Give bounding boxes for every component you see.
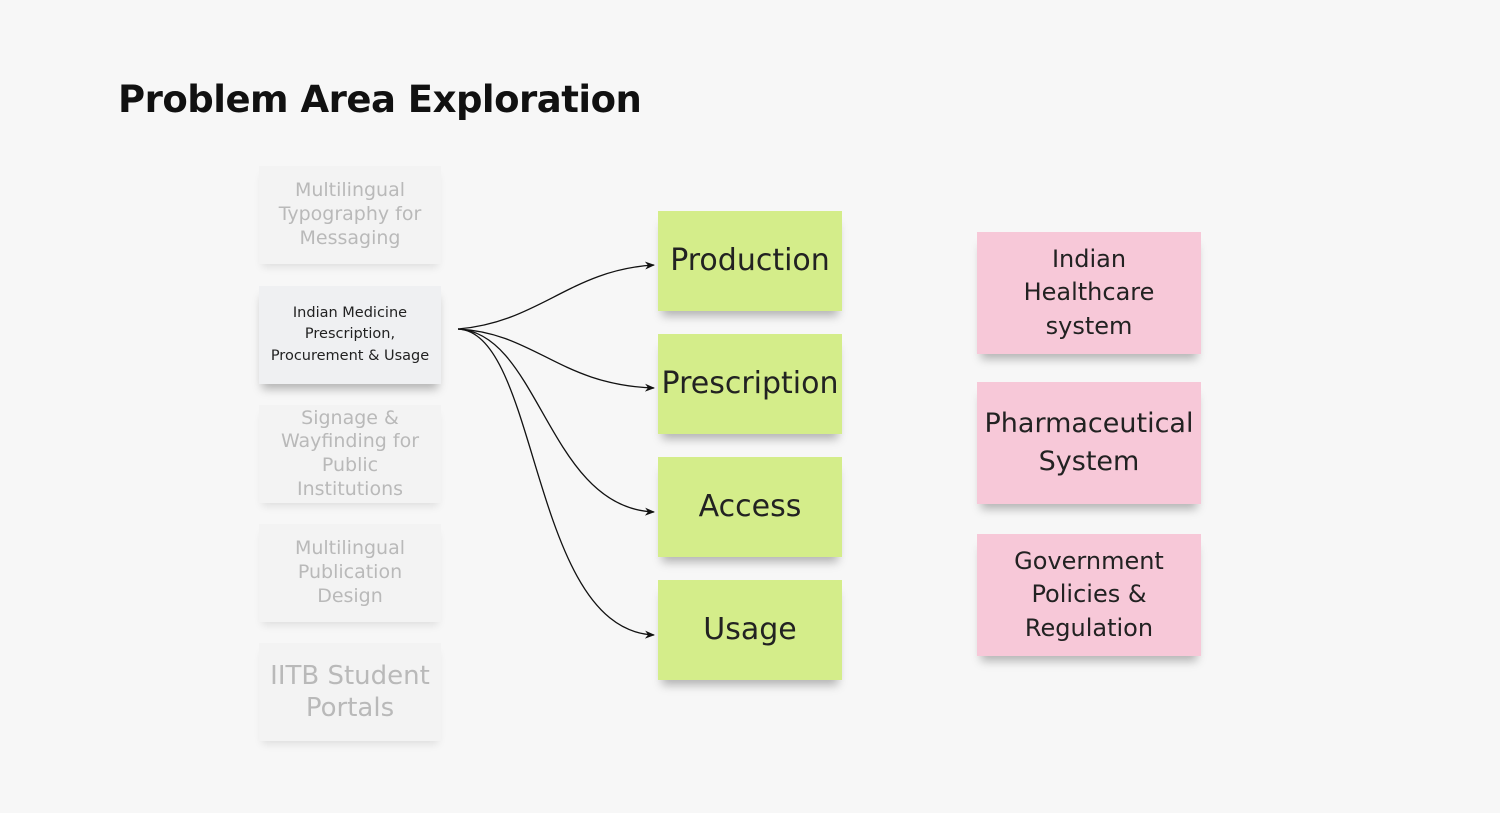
topic-iitb-portals[interactable]: IITB Student Portals — [259, 643, 441, 741]
arrow-to-production — [457, 261, 655, 330]
topic-label: IITB Student Portals — [270, 660, 430, 724]
stage-label: Access — [698, 489, 802, 525]
system-pharmaceutical[interactable]: Pharmaceutical System — [977, 382, 1201, 504]
system-label: Indian Healthcare system — [1023, 244, 1155, 340]
stage-usage[interactable]: Usage — [658, 580, 842, 680]
stage-label: Usage — [703, 612, 797, 648]
arrow-to-usage — [457, 328, 655, 639]
topic-label: Multilingual Typography for Messaging — [278, 179, 422, 249]
topic-indian-medicine[interactable]: Indian Medicine Prescription, Procuremen… — [259, 286, 441, 384]
system-label: Government Policies & Regulation — [1014, 546, 1164, 642]
stage-prescription[interactable]: Prescription — [658, 334, 842, 434]
topic-label: Signage & Wayfinding for Public Institut… — [280, 406, 420, 500]
arrow-to-access — [457, 328, 655, 516]
topic-label: Indian Medicine Prescription, Procuremen… — [270, 305, 430, 364]
topic-label: Multilingual Publication Design — [294, 537, 406, 607]
system-label: Pharmaceutical System — [984, 408, 1194, 477]
topic-multilingual-publication[interactable]: Multilingual Publication Design — [259, 524, 441, 622]
page-title: Problem Area Exploration — [118, 78, 642, 121]
system-government-policies[interactable]: Government Policies & Regulation — [977, 534, 1201, 656]
stage-production[interactable]: Production — [658, 211, 842, 311]
system-indian-healthcare[interactable]: Indian Healthcare system — [977, 232, 1201, 354]
stage-label: Prescription — [661, 366, 839, 402]
stage-access[interactable]: Access — [658, 457, 842, 557]
arrow-to-prescription — [457, 328, 655, 392]
topic-multilingual-typography[interactable]: Multilingual Typography for Messaging — [259, 166, 441, 264]
topic-signage-wayfinding[interactable]: Signage & Wayfinding for Public Institut… — [259, 405, 441, 503]
stage-label: Production — [670, 243, 830, 279]
